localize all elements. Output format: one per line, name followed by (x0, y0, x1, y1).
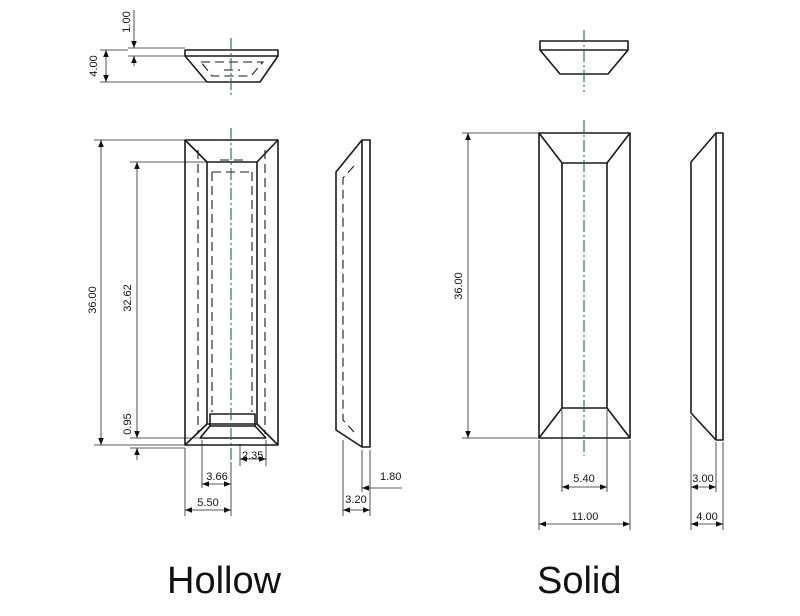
dim-solid-side-inner-label: 3.00 (692, 473, 713, 485)
solid-top-view (539, 30, 629, 92)
dim-hollow-total-length-label: 36.00 (87, 286, 99, 314)
dim-hollow-bottom: 2.35 3.66 5.50 (184, 440, 267, 516)
dim-hollow-half-width-label: 5.50 (197, 497, 218, 509)
dim-solid-width-label: 11.00 (572, 511, 599, 523)
dim-hollow-top-height-label: 4.00 (88, 55, 100, 76)
hollow-front-view (184, 128, 279, 462)
dim-hollow-step-label: 2.35 (242, 450, 263, 462)
solid-side-view (690, 132, 724, 441)
dim-solid-side-thickness-label: 4.00 (696, 511, 717, 523)
dim-solid-inner-width-label: 5.40 (573, 473, 594, 485)
dim-hollow-inner-length: 32.62 (122, 161, 210, 439)
dim-hollow-total-length: 36.00 (87, 139, 185, 446)
dim-solid-total-length-label: 36.00 (453, 272, 465, 300)
dim-solid-side: 3.00 4.00 (690, 416, 724, 530)
dim-hollow-wall: 0.95 (122, 413, 185, 460)
caption-hollow: Hollow (167, 560, 282, 602)
hollow-side-view (335, 139, 371, 448)
hollow-top-view (184, 38, 279, 96)
dim-solid-bottom: 5.40 11.00 (538, 410, 631, 530)
dim-hollow-side-thickness-label: 3.20 (345, 494, 366, 506)
dim-hollow-inner-length-label: 32.62 (122, 284, 134, 312)
dim-hollow-top-height: 4.00 (88, 49, 207, 83)
dim-hollow-side-inner-label: 1.80 (380, 471, 401, 483)
dim-hollow-top-gap-label: 1.00 (121, 11, 133, 32)
dim-hollow-wall-label: 0.95 (122, 413, 134, 434)
dim-hollow-inner-width-label: 3.66 (206, 471, 227, 483)
caption-solid: Solid (537, 560, 622, 602)
solid-front-view (538, 120, 631, 456)
dim-hollow-top-gap: 1.00 (121, 10, 185, 66)
dim-solid-total-length: 36.00 (453, 132, 539, 439)
dim-hollow-side: 1.80 3.20 (342, 440, 402, 516)
